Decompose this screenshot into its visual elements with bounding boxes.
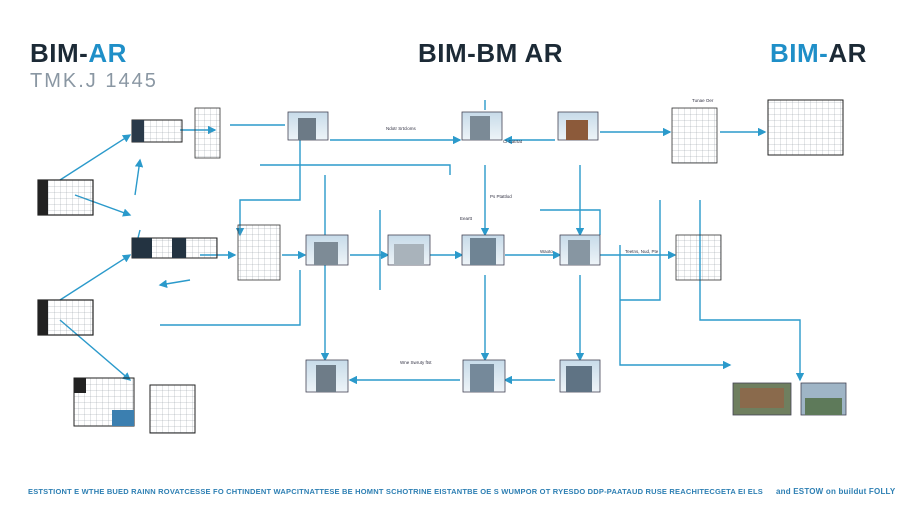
caption-5: Teetns, Nud, Pte — [625, 249, 659, 254]
floorplan-sketch-top — [37, 179, 94, 216]
title-center-text: BIM-BM AR — [418, 38, 564, 68]
blueprint-panel-2 — [131, 237, 218, 259]
building-photo-row1-b — [461, 111, 503, 141]
title-left: BIM-AR — [30, 38, 127, 69]
title-right: BIM-AR — [770, 38, 867, 69]
blueprint-panel-6 — [237, 224, 281, 281]
building-photo-row1-a — [287, 111, 329, 141]
aerial-photo-right — [800, 382, 847, 416]
aerial-photo-left — [732, 382, 792, 416]
building-photo-row3-a — [305, 359, 349, 393]
subtitle-left: TMK.J 1445 — [30, 70, 158, 92]
building-photo-row2-d — [559, 234, 601, 266]
caption-8: Tunae Oer — [692, 98, 714, 103]
caption-1: Ndotr Srtcloms — [386, 126, 417, 131]
footer-caption-right: and ESTOW on buildut FOLLY — [776, 487, 896, 496]
building-photo-row2-a — [305, 234, 349, 266]
building-photo-row2-c — [461, 234, 505, 266]
blueprint-panel-4 — [149, 384, 196, 434]
title-left-suffix: AR — [88, 38, 127, 68]
caption-7: Wne Swruty ftst — [400, 360, 432, 365]
blueprint-panel-right-2 — [767, 99, 844, 156]
building-photo-row3-b — [462, 359, 506, 393]
caption-6: Ps Ptattlod — [490, 194, 512, 199]
blueprint-panel-5 — [194, 107, 221, 159]
building-photo-row2-b — [387, 234, 431, 266]
blueprint-panel-right-3 — [675, 234, 722, 281]
title-right-prefix: BIM- — [770, 38, 829, 68]
floorplan-sketch-bottom — [37, 299, 94, 336]
blueprint-panel-1 — [131, 119, 183, 143]
building-photo-row1-c — [557, 111, 599, 141]
caption-3: Eeartt — [460, 216, 473, 221]
caption-2: Cl Catrtat — [503, 139, 523, 144]
footer-caption-left: ESTSTIONT E WTHE BUED RAINN ROVATCESSE F… — [28, 487, 763, 496]
building-photo-row3-c — [559, 359, 601, 393]
title-left-prefix: BIM- — [30, 38, 89, 68]
caption-4: Waoto — [540, 249, 553, 254]
blueprint-panel-3 — [73, 377, 135, 427]
title-right-suffix: AR — [828, 38, 867, 68]
title-center: BIM-BM AR — [418, 38, 563, 69]
blueprint-panel-right-1 — [671, 107, 718, 164]
